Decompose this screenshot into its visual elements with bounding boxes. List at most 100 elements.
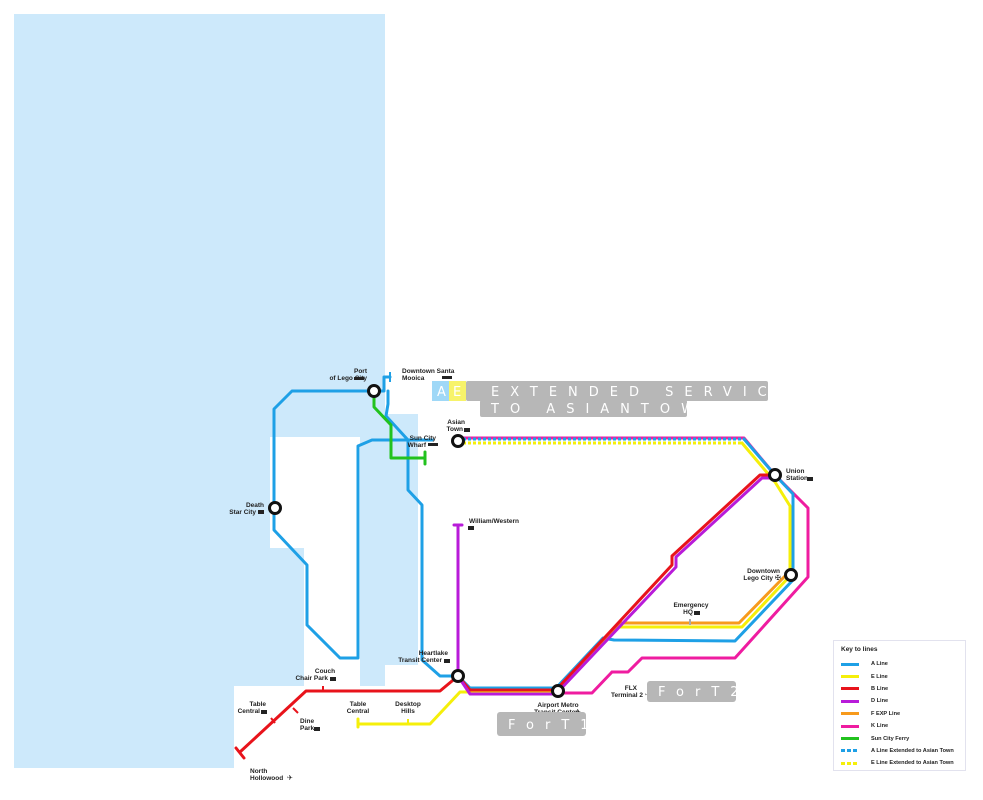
legend-label: A Line [871, 661, 888, 668]
legend-title: Key to lines [841, 646, 878, 653]
death-star-peninsula [270, 437, 304, 548]
legend-item: F EXP Line [841, 708, 958, 720]
legend-swatch [841, 687, 859, 691]
extended-services-banner: A E EXTENDED SERVICES TO ASIANTOWN [432, 381, 816, 417]
asian-town-station-marker[interactable] [451, 434, 465, 448]
death-star-label: Death [246, 502, 264, 509]
a-line-wharf-leg [384, 389, 460, 678]
emergency-label-2: HQ [683, 609, 693, 616]
fort1-bg [497, 712, 586, 736]
downtown-lego-label: Downtown [747, 568, 780, 575]
north-hollowood-label: North [250, 768, 267, 775]
legend-rows: A Line E Line B Line D Line F EXP Line K Line… [841, 658, 958, 770]
dine-label-2: Park [300, 725, 314, 732]
interchange-stations [268, 384, 798, 698]
death-star-label-2: Star City [229, 509, 256, 516]
bus-icon [464, 428, 470, 432]
f-exp-line [554, 573, 788, 694]
legend-item: D Line [841, 695, 958, 707]
legend-swatch [841, 761, 859, 765]
legend-item: A Line [841, 658, 958, 670]
bay-water [14, 14, 385, 768]
banner-badge-a [432, 381, 449, 401]
downtown-santa-label: Downtown Santa [402, 368, 455, 375]
port-label-2: of Lego City [329, 375, 367, 382]
banner-line-2-bg [480, 400, 687, 417]
bus-icon [807, 477, 813, 481]
emergency-label: Emergency [673, 602, 708, 609]
union-label: Union [786, 468, 804, 475]
a-line-asian-link [742, 437, 777, 477]
legend-swatch [841, 737, 859, 741]
sun-city-ferry [372, 389, 427, 466]
bus-icon [261, 710, 267, 714]
couch-label-2: Chair Park [295, 675, 328, 682]
bus-icon [468, 526, 474, 530]
table-central-east-label: Table [350, 701, 367, 708]
port-label: Port [354, 368, 368, 375]
couch-label: Couch [315, 668, 335, 675]
legend-swatch [841, 724, 859, 728]
downtown-santa-label-2: Mooica [402, 375, 425, 382]
sun-city-label: Sun City [410, 435, 437, 442]
k-line [456, 436, 810, 695]
bus-icon [314, 727, 320, 731]
terminus-ticks [270, 372, 691, 724]
table-central-west-label-2: Central [238, 708, 261, 715]
heartlake-station-marker[interactable] [451, 669, 465, 683]
legend-label: E Line [871, 673, 888, 680]
sun-city-island [304, 437, 360, 700]
flx-label: FLX [625, 685, 638, 692]
downtown-lego-station-marker[interactable] [784, 568, 798, 582]
banner-badge-e [449, 381, 466, 401]
ferry-icon [442, 376, 452, 379]
port-station-marker[interactable] [367, 384, 381, 398]
union-label-2: Station [786, 475, 808, 482]
water-bodies [14, 14, 418, 768]
banner-line-1-bg [466, 381, 768, 401]
d-line-main [456, 476, 777, 696]
william-label: William/Western [469, 518, 519, 525]
legend-label: A Line Extended to Asian Town [871, 747, 954, 754]
legend-item: E Line [841, 670, 958, 682]
b-line-main [238, 473, 777, 754]
ferry-icon [354, 377, 364, 380]
union-station-marker[interactable] [768, 468, 782, 482]
desktop-label: Desktop [395, 701, 421, 708]
legend-item: A Line Extended to Asian Town [841, 745, 958, 757]
table-central-east-label-2: Central [347, 708, 370, 715]
ferry-icon [428, 443, 438, 446]
legend-item: B Line [841, 683, 958, 695]
bus-icon [444, 659, 450, 663]
legend-label: B Line [871, 685, 889, 692]
fort2-text: ForT2 [658, 685, 750, 700]
dine-tick [270, 717, 276, 724]
legend-swatch [841, 699, 859, 703]
legend-swatch [841, 675, 859, 679]
banner-line-1: EXTENDED SERVICES [491, 385, 816, 400]
banner-badge-a-text: A [437, 385, 446, 400]
death-star-station-marker[interactable] [268, 501, 282, 515]
legend-item: Sun City Ferry [841, 732, 958, 744]
legend-label: Sun City Ferry [871, 735, 910, 742]
ferry-route [372, 389, 427, 460]
legend-label: F EXP Line [871, 710, 901, 717]
legend-label: K Line [871, 723, 889, 730]
table-central-west-label: Table [250, 701, 267, 708]
b-line-north-hollowood-end [234, 746, 246, 760]
legend-label: D Line [871, 698, 889, 705]
d-line [452, 476, 777, 696]
b-line [234, 473, 777, 760]
asian-town-label: Asian [447, 419, 465, 426]
airport-label: Airport Metro [537, 702, 578, 709]
fort1-text: ForT1 [508, 718, 600, 733]
flx-label-2: Terminal 2 [611, 692, 643, 699]
airport-station-marker[interactable] [551, 684, 565, 698]
legend-item: E Line Extended to Asian Town [841, 757, 958, 769]
fort2-bg [647, 681, 736, 702]
heartlake-label: Heartlake [419, 650, 449, 657]
desktop-label-2: Hills [401, 708, 415, 715]
fort1-banner: ForT1 [497, 712, 600, 736]
legend-swatch [841, 662, 859, 666]
